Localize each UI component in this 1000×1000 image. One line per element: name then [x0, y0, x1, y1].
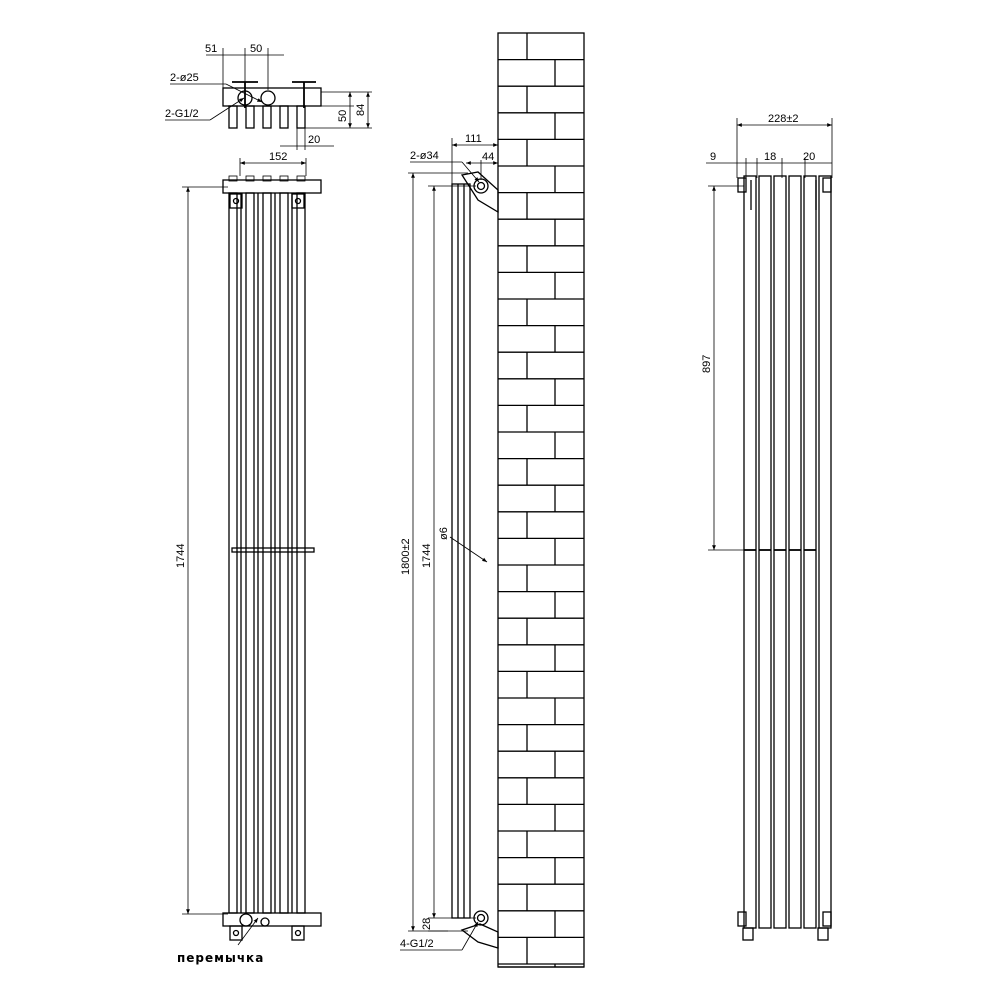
middle-jumper	[231, 547, 315, 553]
dim-51: 51	[205, 43, 217, 55]
top-tube-stubs	[228, 105, 306, 129]
dim-44: 44	[482, 151, 494, 163]
dim-20-right: 20	[803, 151, 815, 163]
dim-1800-total: 1800±2	[400, 538, 412, 575]
dim-1744-front: 1744	[175, 544, 187, 568]
right-brackets	[737, 177, 832, 941]
bottom-valve-icon	[239, 913, 253, 927]
dim-20-top: 20	[308, 134, 320, 146]
dim-50-height: 50	[337, 110, 349, 122]
top-connection-icon	[473, 178, 489, 194]
front-bottom-header	[222, 912, 322, 927]
brick-wall	[497, 32, 585, 968]
side-radiator-profile	[451, 183, 471, 919]
dim-1744-side: 1744	[421, 544, 433, 568]
dim-9: 9	[710, 151, 716, 163]
top-view: 51 50 2-ø25 2-G1/2 50 84 20	[165, 43, 372, 150]
dim-152: 152	[269, 151, 287, 163]
right-view: 228±2 9 18 20	[701, 113, 833, 941]
dim-84: 84	[355, 104, 367, 116]
jumper-label: перемычка	[177, 951, 264, 965]
front-vertical-tubes	[228, 192, 306, 914]
outlet-pipe-icon	[260, 90, 276, 106]
dim-pipe-diameter-34: 2-ø34	[410, 150, 439, 162]
bottom-wall-bracket	[460, 923, 499, 949]
wall-bricks	[498, 33, 584, 968]
dim-111: 111	[465, 133, 482, 145]
dim-tube-diameter-6: ø6	[438, 527, 450, 540]
dim-50-width: 50	[250, 43, 262, 55]
front-view: 152	[175, 151, 322, 965]
dim-18: 18	[764, 151, 776, 163]
right-vertical-tubes	[743, 175, 832, 929]
bottom-connection-icon	[473, 910, 489, 926]
front-top-header	[222, 179, 322, 194]
dim-28: 28	[421, 918, 433, 930]
dim-pipe-diameter-25: 2-ø25	[170, 72, 199, 84]
dim-thread-g12-side: 4-G1/2	[400, 938, 434, 950]
dim-897: 897	[701, 355, 713, 373]
dim-228: 228±2	[768, 113, 799, 125]
side-view: 111 44 2-ø34 1800±2 1744 ø6 28 4-G1/2	[400, 32, 585, 968]
front-wall-brackets	[229, 193, 305, 941]
dim-thread-g12-top: 2-G1/2	[165, 108, 199, 120]
top-wall-bracket	[460, 171, 499, 214]
top-header-bar	[222, 87, 322, 107]
